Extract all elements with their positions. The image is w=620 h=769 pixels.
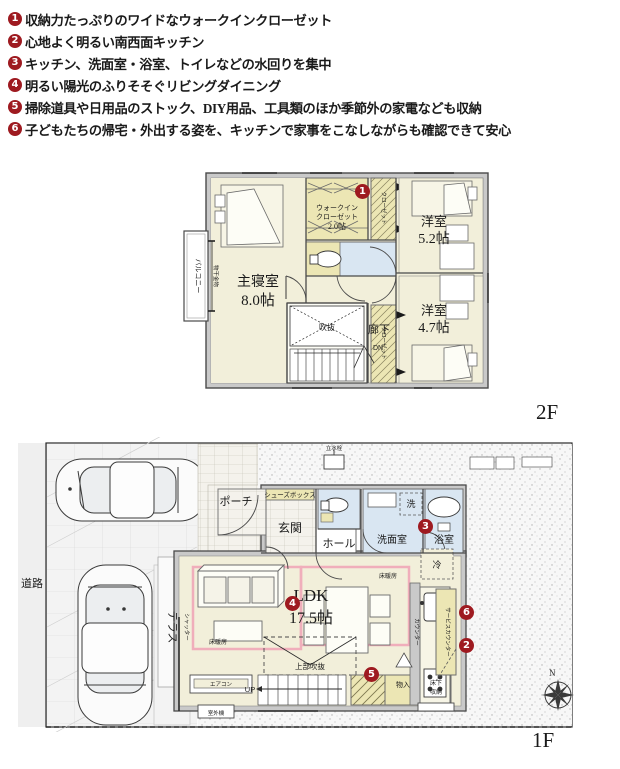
svg-text:洋室: 洋室 bbox=[421, 303, 447, 318]
svg-text:4.7帖: 4.7帖 bbox=[418, 320, 450, 336]
svg-text:クローゼット: クローゼット bbox=[380, 326, 388, 359]
feature-badge-1: 1 bbox=[8, 12, 22, 26]
floor-plan-2f: 主寝室 8.0帖 ウォークイン クローゼット 2.0帖 洋室 5.2帖 洋室 4… bbox=[182, 163, 582, 408]
svg-text:DN: DN bbox=[373, 345, 383, 352]
feature-text-6: 子どもたちの帰宅・外出する姿を、キッチンで家事をこなしながらも確認できて安心 bbox=[25, 122, 511, 138]
svg-text:浴室: 浴室 bbox=[434, 533, 454, 546]
svg-text:シューズボックス: シューズボックス bbox=[264, 490, 315, 499]
svg-text:ホール: ホール bbox=[323, 537, 356, 550]
feature-text-1: 収納力たっぷりのワイドなウォークインクローゼット bbox=[25, 12, 332, 28]
feature-item: 4 明るい陽光のふりそそぐリビングダイニング bbox=[8, 74, 612, 96]
marker-5-storage: 5 bbox=[364, 667, 379, 682]
feature-item: 2 心地よく明るい南西面キッチン bbox=[8, 30, 612, 52]
svg-text:主寝室: 主寝室 bbox=[237, 273, 279, 290]
svg-text:バルコニー: バルコニー bbox=[194, 259, 202, 294]
svg-text:物入: 物入 bbox=[396, 680, 410, 689]
svg-text:テラス: テラス bbox=[166, 611, 178, 644]
floor-plan-1f: N 道路 ポーチ 玄関 ホール シューズボックス 立水栓 洗面室 浴室 洗 冷 … bbox=[18, 437, 602, 732]
svg-text:N: N bbox=[549, 668, 556, 678]
svg-text:17.5帖: 17.5帖 bbox=[289, 609, 333, 627]
feature-badge-6: 6 bbox=[8, 122, 22, 136]
marker-6-kitchen-sink: 6 bbox=[459, 605, 474, 620]
svg-text:物干金物: 物干金物 bbox=[212, 265, 220, 288]
svg-text:道路: 道路 bbox=[21, 576, 43, 590]
feature-badge-3: 3 bbox=[8, 56, 22, 70]
marker-2-kitchen: 2 bbox=[459, 638, 474, 653]
feature-text-2: 心地よく明るい南西面キッチン bbox=[25, 34, 205, 50]
svg-text:2.0帖: 2.0帖 bbox=[328, 221, 346, 231]
svg-text:8.0帖: 8.0帖 bbox=[241, 292, 275, 309]
feature-list: 1 収納力たっぷりのワイドなウォークインクローゼット 2 心地よく明るい南西面キ… bbox=[8, 8, 612, 140]
svg-text:収納: 収納 bbox=[430, 688, 442, 696]
svg-text:カウンター: カウンター bbox=[413, 618, 421, 646]
feature-badge-2: 2 bbox=[8, 34, 22, 48]
feature-item: 3 キッチン、洗面室・浴室、トイレなどの水回りを集中 bbox=[8, 52, 612, 74]
feature-item: 6 子どもたちの帰宅・外出する姿を、キッチンで家事をこなしながらも確認できて安心 bbox=[8, 118, 612, 140]
svg-text:室外機: 室外機 bbox=[208, 709, 225, 717]
svg-text:UP: UP bbox=[245, 685, 255, 694]
svg-text:床下: 床下 bbox=[430, 679, 442, 687]
floor-label-1f: 1F bbox=[532, 728, 555, 752]
svg-text:5.2帖: 5.2帖 bbox=[418, 231, 450, 247]
svg-text:洗: 洗 bbox=[406, 498, 415, 509]
svg-text:立水栓: 立水栓 bbox=[326, 444, 343, 452]
svg-text:ポーチ: ポーチ bbox=[220, 495, 253, 508]
feature-text-3: キッチン、洗面室・浴室、トイレなどの水回りを集中 bbox=[25, 56, 332, 72]
svg-text:クローゼット: クローゼット bbox=[316, 212, 358, 221]
feature-item: 5 掃除道具や日用品のストック、DIY用品、工具類のほか季節外の家電なども収納 bbox=[8, 96, 612, 118]
feature-badge-5: 5 bbox=[8, 100, 22, 114]
svg-text:サービスカウンター: サービスカウンター bbox=[444, 607, 452, 657]
svg-text:ウォークイン: ウォークイン bbox=[316, 204, 358, 212]
svg-text:エアコン: エアコン bbox=[210, 681, 233, 688]
marker-3-washroom: 3 bbox=[418, 519, 433, 534]
svg-text:洋室: 洋室 bbox=[421, 214, 447, 229]
feature-item: 1 収納力たっぷりのワイドなウォークインクローゼット bbox=[8, 8, 612, 30]
svg-text:床暖房: 床暖房 bbox=[379, 572, 397, 580]
svg-text:床暖房: 床暖房 bbox=[209, 638, 227, 646]
svg-text:玄関: 玄関 bbox=[278, 520, 302, 535]
svg-text:冷: 冷 bbox=[432, 559, 441, 570]
feature-text-5: 掃除道具や日用品のストック、DIY用品、工具類のほか季節外の家電なども収納 bbox=[25, 100, 482, 116]
svg-text:シャッター: シャッター bbox=[183, 613, 191, 641]
floor-label-2f: 2F bbox=[536, 400, 559, 424]
marker-4-ldk: 4 bbox=[285, 596, 300, 611]
feature-text-4: 明るい陽光のふりそそぐリビングダイニング bbox=[25, 78, 281, 94]
svg-text:上部吹抜: 上部吹抜 bbox=[295, 661, 325, 671]
feature-badge-4: 4 bbox=[8, 78, 22, 92]
marker-1-wic: 1 bbox=[355, 184, 370, 199]
svg-text:廊下: 廊下 bbox=[368, 322, 390, 336]
svg-text:吹抜: 吹抜 bbox=[319, 322, 335, 332]
svg-text:洗面室: 洗面室 bbox=[377, 533, 407, 546]
svg-text:LDK: LDK bbox=[294, 586, 330, 605]
svg-text:クローゼット: クローゼット bbox=[380, 191, 388, 224]
